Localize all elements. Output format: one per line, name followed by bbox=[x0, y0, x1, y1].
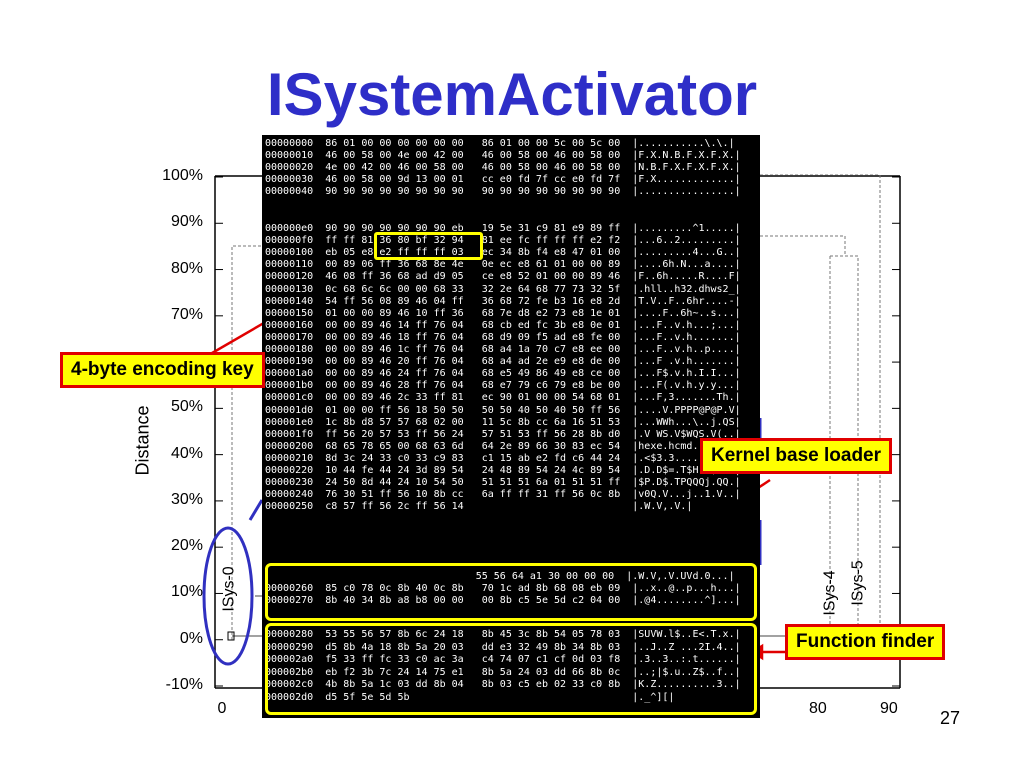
encoding-key-box bbox=[374, 232, 483, 260]
hex-row: 00000170 00 00 89 46 18 ff 76 04 68 d9 0… bbox=[265, 331, 741, 343]
y-tick-label: 0% bbox=[179, 629, 203, 647]
hex-row: 00000280 53 55 56 57 8b 6c 24 18 8b 45 3… bbox=[265, 629, 741, 640]
y-tick-label: 70% bbox=[170, 305, 203, 323]
hex-dump-panel: 00000000 86 01 00 00 00 00 00 00 86 01 0… bbox=[262, 135, 760, 718]
legend-isys4: ISys-4 bbox=[821, 570, 839, 616]
hex-row: 00000160 00 00 89 46 14 ff 76 04 68 cb e… bbox=[265, 319, 741, 331]
hex-row: 000001e0 1c 8b d8 57 57 68 02 00 11 5c 8… bbox=[265, 416, 741, 428]
hex-row: 00000240 76 30 51 ff 56 10 8b cc 6a ff f… bbox=[265, 489, 741, 501]
y-axis-label: Distance bbox=[132, 405, 153, 476]
y-tick-label: 40% bbox=[170, 444, 203, 462]
hex-row: 00000260 85 c0 78 0c 8b 40 0c 8b 70 1c a… bbox=[265, 583, 741, 595]
slide-title: ISystemActivator bbox=[266, 61, 758, 128]
hex-row: 000002b0 eb f2 3b 7c 24 14 75 e1 8b 5a 2… bbox=[265, 666, 741, 678]
hex-row: 00000180 00 00 89 46 1c ff 76 04 68 a4 1… bbox=[265, 344, 741, 355]
page-number: 27 bbox=[940, 708, 961, 728]
y-tick-label: 90% bbox=[170, 213, 203, 231]
hex-row: 00000210 8d 3c 24 33 c0 33 c9 83 c1 15 a… bbox=[265, 452, 741, 464]
hex-row: 00000150 01 00 00 89 46 10 ff 36 68 7e d… bbox=[265, 307, 741, 319]
hex-row: 000001a0 00 00 89 46 24 ff 76 04 68 e5 4… bbox=[265, 368, 741, 380]
hex-row: 00000110 00 89 06 ff 36 68 8e 4e 0e ec e… bbox=[265, 259, 741, 271]
legend-isys5: ISys-5 bbox=[849, 560, 867, 606]
hex-row: 00000270 8b 40 34 8b a8 b8 00 00 00 8b c… bbox=[265, 595, 741, 607]
hex-row: 000001f0 ff 56 20 57 53 ff 56 24 57 51 5… bbox=[265, 428, 741, 440]
hex-row: 55 56 64 a1 30 00 00 00 |.W.V,.V.UVd.0..… bbox=[265, 571, 735, 582]
hex-row: 00000040 90 90 90 90 90 90 90 90 90 90 9… bbox=[265, 186, 741, 198]
y-tick-label: 80% bbox=[170, 259, 203, 277]
y-tick-marks bbox=[215, 176, 900, 687]
encoding-key-callout: 4-byte encoding key bbox=[60, 352, 265, 388]
y-tick-label: 10% bbox=[170, 583, 203, 601]
y-tick-label: -10% bbox=[165, 676, 203, 693]
hex-row: 000002d0 d5 5f 5e 5d 5b |._^][| bbox=[265, 692, 675, 703]
hex-row: 000001c0 00 00 89 46 2c 33 ff 81 ec 90 0… bbox=[265, 392, 741, 404]
isys0-highlight bbox=[202, 526, 254, 666]
function-finder-box bbox=[265, 623, 757, 715]
blue-pointer bbox=[248, 499, 264, 521]
hex-row: 00000140 54 ff 56 08 89 46 04 ff 36 68 7… bbox=[265, 295, 741, 307]
leaf-marker bbox=[227, 631, 235, 641]
hex-row: 00000200 68 65 78 65 00 68 63 6d 64 2e 8… bbox=[265, 440, 741, 452]
hex-row: 00000130 0c 68 6c 6c 00 00 68 33 32 2e 6… bbox=[265, 283, 741, 295]
hex-row: 00000120 46 08 ff 36 68 ad d9 05 ce e8 5… bbox=[265, 271, 741, 283]
hex-row: 000001b0 00 00 89 46 28 ff 76 04 68 e7 7… bbox=[265, 380, 741, 392]
hex-row: 00000030 46 00 58 00 9d 13 00 01 cc e0 f… bbox=[265, 174, 741, 186]
hex-row: 00000100 eb 05 e8 e2 ff ff ff 03 ec 34 8… bbox=[265, 247, 741, 259]
hex-row: 00000290 d5 8b 4a 18 8b 5a 20 03 dd e3 3… bbox=[265, 641, 741, 653]
hex-row: 00000010 46 00 58 00 4e 00 42 00 46 00 5… bbox=[265, 150, 741, 162]
legend-isys0: ISys-0 bbox=[220, 566, 238, 612]
y-tick-label: 30% bbox=[170, 490, 203, 508]
hex-row: 00000250 c8 57 ff 56 2c ff 56 14 |.W.V,.… bbox=[265, 501, 693, 513]
x-tick-label: 0 bbox=[217, 700, 227, 717]
hex-row: 000001d0 01 00 00 ff 56 18 50 50 50 50 4… bbox=[265, 404, 741, 416]
hex-row: 000000e0 90 90 90 90 90 90 90 eb 19 5e 3… bbox=[265, 223, 741, 234]
y-tick-label: 20% bbox=[170, 537, 203, 555]
hex-row: 000002a0 f5 33 ff fc 33 c0 ac 3a c4 74 0… bbox=[265, 654, 741, 666]
x-tick-label: 80 bbox=[809, 700, 827, 717]
x-tick-label: 90 bbox=[880, 700, 898, 717]
kernel-loader-box bbox=[265, 563, 757, 621]
hex-row: 00000230 24 50 8d 44 24 10 54 50 51 51 5… bbox=[265, 477, 741, 489]
y-tick-label: 100% bbox=[162, 167, 203, 184]
hex-row: 00000000 86 01 00 00 00 00 00 00 86 01 0… bbox=[265, 138, 735, 149]
hex-row: 00000190 00 00 89 46 20 ff 76 04 68 a4 a… bbox=[265, 356, 741, 368]
hex-row: 00000220 10 44 fe 44 24 3d 89 54 24 48 8… bbox=[265, 465, 741, 476]
hex-row: 000002c0 4b 8b 5a 1c 03 dd 8b 04 8b 03 c… bbox=[265, 679, 741, 691]
kernel-loader-callout: Kernel base loader bbox=[700, 438, 893, 474]
function-finder-callout: Function finder bbox=[785, 624, 946, 660]
hex-row: 000000f0 ff ff 81 36 80 bf 32 94 81 ee f… bbox=[265, 235, 741, 247]
y-tick-label: 50% bbox=[170, 398, 203, 416]
hex-row: 00000020 4e 00 42 00 46 00 58 00 46 00 5… bbox=[265, 162, 741, 174]
